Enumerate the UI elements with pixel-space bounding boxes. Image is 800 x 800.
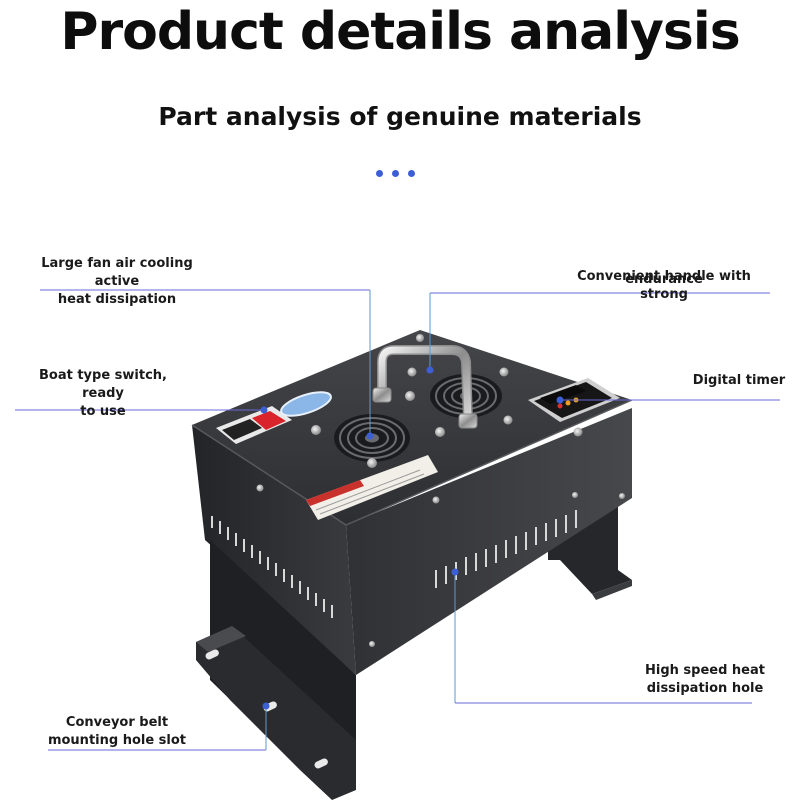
mounting-bracket [196, 540, 356, 800]
bolts [256, 334, 625, 647]
dot-icon [376, 170, 383, 177]
callout-vents-line1: High speed heat [645, 663, 765, 678]
brand-sticker [280, 391, 332, 417]
dot-icon [392, 170, 399, 177]
front-panel [192, 425, 356, 675]
callout-slot: Conveyor belt mounting hole slot [42, 714, 192, 750]
carry-handle [372, 345, 478, 429]
callout-slot-line1: Conveyor belt [65, 715, 169, 730]
callout-switch: Boat type switch, ready to use [18, 367, 188, 421]
callout-slot-line2: mounting hole slot [47, 733, 187, 748]
callout-timer: Digital timer [684, 372, 794, 390]
callout-switch-line2: to use [80, 404, 126, 419]
warning-label [306, 455, 438, 520]
callout-timer-line1: Digital timer [692, 373, 786, 388]
callout-handle-line2: endurance [625, 272, 703, 287]
callout-fan-line1: Large fan air cooling active [41, 256, 193, 289]
boat-switch [216, 406, 292, 444]
page-subtitle: Part analysis of genuine materials [158, 102, 642, 131]
callout-handle-line1: Convenient handle with strong [577, 269, 751, 302]
side-panel [346, 408, 632, 675]
top-panel [192, 330, 632, 525]
callout-fan: Large fan air cooling active heat dissip… [22, 255, 212, 309]
callout-switch-line1: Boat type switch, ready [38, 368, 167, 401]
side-vents [435, 510, 577, 588]
dot-icon [408, 170, 415, 177]
callout-vents-line2: dissipation hole [646, 681, 764, 696]
front-vents [211, 516, 333, 618]
page-title: Product details analysis [60, 2, 740, 62]
callout-fan-line2: heat dissipation [57, 292, 177, 307]
callout-vents: High speed heat dissipation hole [640, 662, 770, 698]
callout-lines [15, 289, 780, 751]
